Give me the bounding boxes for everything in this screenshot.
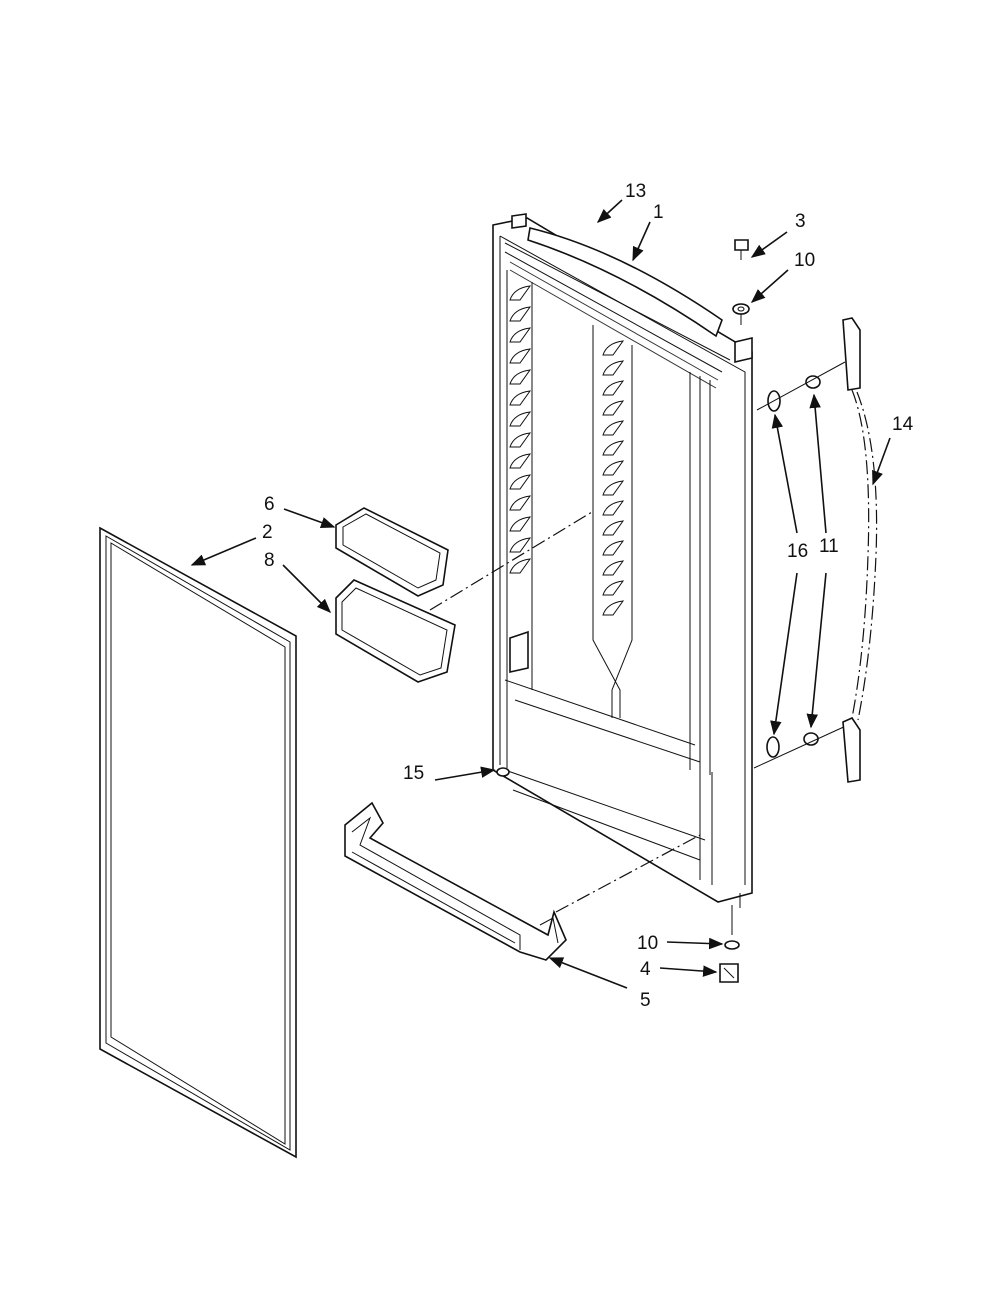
door-shelf-ribs	[509, 285, 625, 616]
shelf-rib	[602, 580, 625, 596]
shelf-rib	[602, 480, 625, 496]
shelf-rib	[509, 348, 532, 364]
callout-15: 15	[403, 763, 424, 784]
shelf-rib	[602, 340, 625, 356]
shelf-rib	[509, 306, 532, 322]
callout-8: 8	[264, 550, 275, 571]
callout-6: 6	[264, 494, 275, 515]
shelf-rib	[602, 420, 625, 436]
callout-3: 3	[795, 211, 806, 232]
shelf-rib	[509, 516, 532, 532]
shelf-rib	[602, 440, 625, 456]
callout-5: 5	[640, 990, 651, 1011]
door-handle	[842, 317, 878, 783]
shelf-rib	[509, 495, 532, 511]
handle-mount-lower	[753, 724, 849, 769]
shelf-rib	[602, 460, 625, 476]
shelf-rib	[602, 600, 625, 616]
shelf-rib	[509, 432, 532, 448]
shelf-rib	[602, 400, 625, 416]
callout-11: 11	[819, 536, 839, 557]
shelf-rib	[509, 453, 532, 469]
top-washer	[732, 303, 750, 325]
bottom-hinge-pin	[719, 963, 739, 983]
shelf-rib	[602, 520, 625, 536]
shelf-rib	[509, 411, 532, 427]
shelf-rib	[602, 540, 625, 556]
shelf-rib	[602, 360, 625, 376]
shelf-rib	[509, 558, 532, 574]
shelf-rib	[509, 474, 532, 490]
shelf-rib	[602, 500, 625, 516]
callout-14: 14	[892, 414, 914, 435]
callout-2: 2	[262, 522, 273, 543]
callout-10-top: 10	[794, 250, 815, 271]
handle-mount-upper	[756, 361, 846, 412]
bottom-washer	[724, 905, 740, 950]
top-hinge-screw	[734, 239, 749, 260]
callout-1: 1	[653, 202, 664, 223]
shelf-rib	[602, 380, 625, 396]
callout-10-bottom: 10	[637, 933, 658, 954]
shelf-rib	[509, 327, 532, 343]
shelf-rib	[509, 285, 532, 301]
assembly-lines	[429, 511, 701, 913]
small-bin	[335, 579, 456, 683]
door-stop-15	[496, 767, 510, 777]
callout-13: 13	[625, 181, 646, 202]
shelf-rib	[509, 537, 532, 553]
door-liner	[492, 213, 753, 908]
callout-16: 16	[787, 541, 808, 562]
small-bin-cover	[335, 507, 449, 597]
shelf-rib	[509, 390, 532, 406]
bottom-door-bin	[344, 801, 567, 961]
shelf-rib	[509, 369, 532, 385]
leader-arrows	[190, 199, 891, 989]
door-gasket	[99, 526, 297, 1159]
callout-4: 4	[640, 959, 651, 980]
shelf-rib	[602, 560, 625, 576]
